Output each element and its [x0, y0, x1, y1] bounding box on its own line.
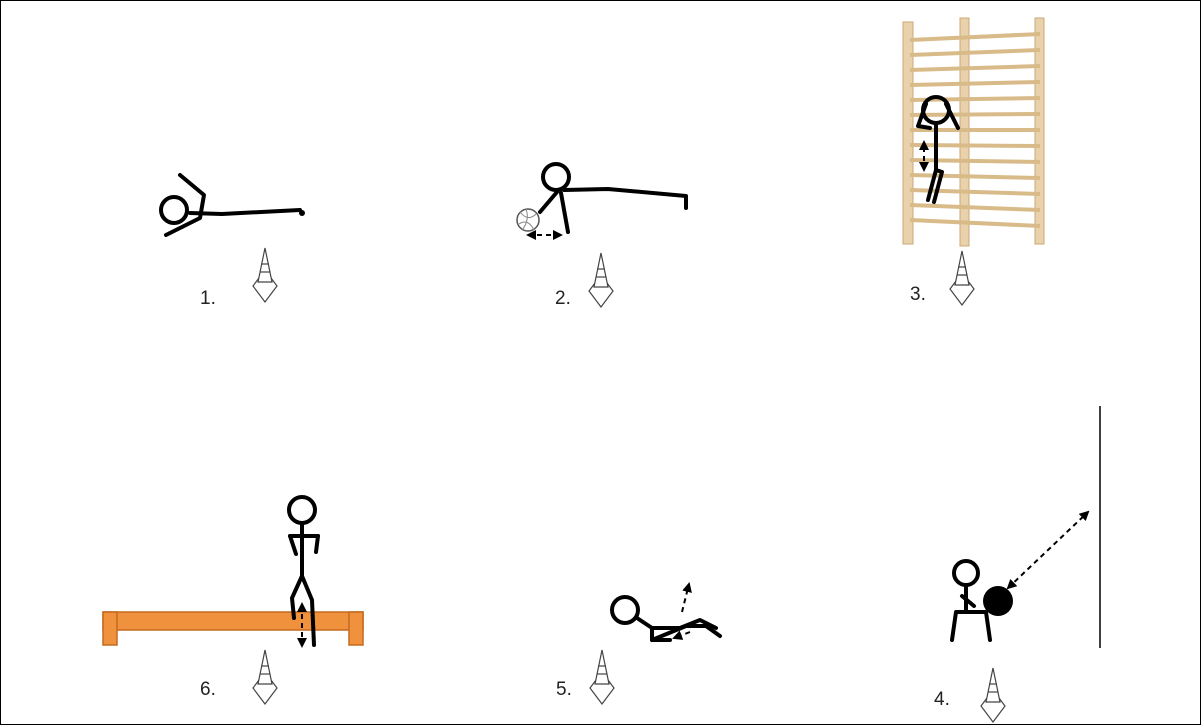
- station-2-figure: [540, 164, 686, 232]
- volleyball-icon: [517, 209, 539, 231]
- station-5-figure: [612, 597, 720, 640]
- station-2-label: 2.: [555, 288, 571, 309]
- ball-throw-arrow: [1008, 512, 1088, 588]
- station-6-label: 6.: [200, 679, 216, 700]
- station-3-cone-icon: [950, 251, 974, 305]
- station-1-label: 1.: [200, 288, 216, 309]
- medicine-ball-icon: [983, 586, 1013, 616]
- station-1-cone-icon: [253, 248, 277, 302]
- station-2-cone-icon: [589, 253, 613, 307]
- sit-up-arrow: [682, 584, 689, 612]
- sit-up-return-arrow: [674, 632, 690, 638]
- station-5-label: 5.: [556, 679, 572, 700]
- station-1-figure: [161, 175, 305, 235]
- station-4-cone-icon: [981, 668, 1005, 722]
- station-5-cone-icon: [590, 650, 614, 704]
- station-4-label: 4.: [934, 689, 950, 710]
- bench-icon: [103, 612, 363, 645]
- station-6-cone-icon: [253, 650, 277, 704]
- wall-bars-icon: [903, 18, 1044, 246]
- station-3-label: 3.: [910, 284, 926, 305]
